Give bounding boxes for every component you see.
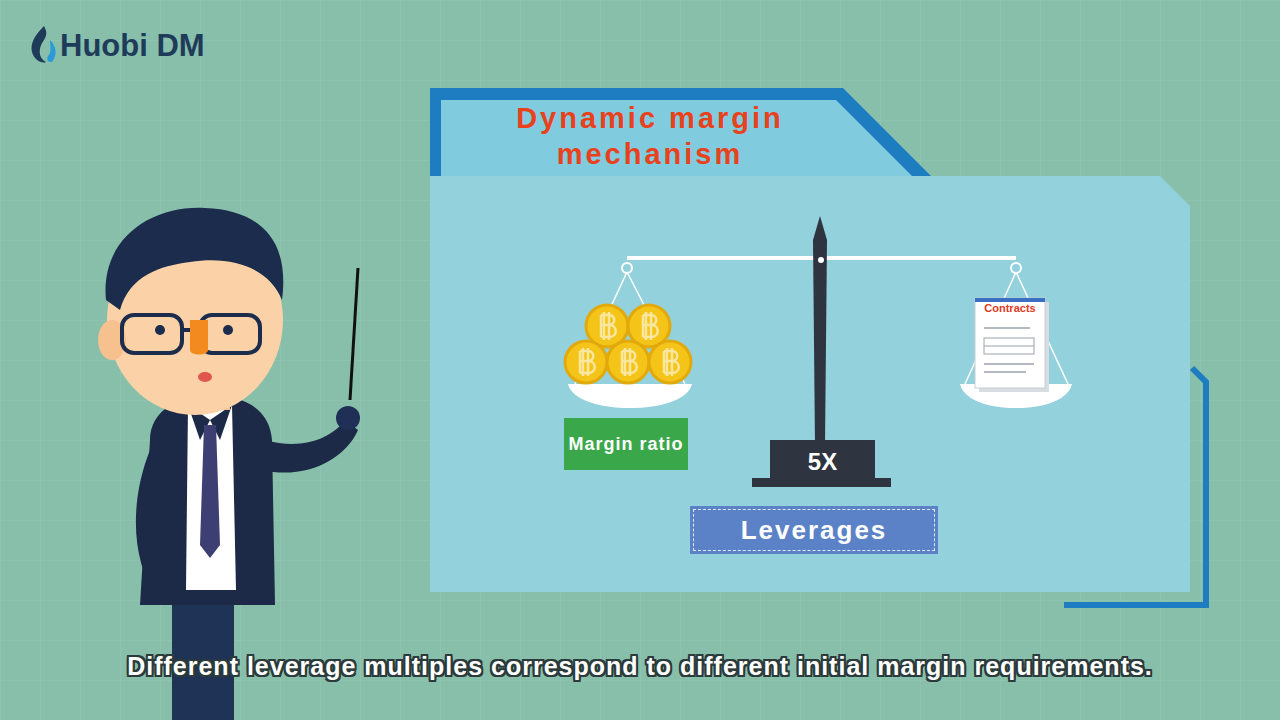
logo-icon	[32, 26, 56, 63]
folder-title: Dynamic margin mechanism	[470, 100, 830, 172]
bitcoin-coins	[643, 312, 658, 340]
contract-paper	[984, 338, 1034, 354]
node-text: Contracts	[984, 302, 1035, 314]
bitcoin-coins	[565, 341, 607, 383]
node-text: 5X	[808, 448, 837, 476]
contract-paper	[984, 346, 1034, 347]
balance-scale	[568, 216, 1072, 487]
node-text: Margin ratio	[568, 433, 683, 455]
bitcoin-coins	[601, 312, 616, 340]
contract-paper: Contracts	[975, 302, 1045, 324]
presenter-figure	[106, 208, 284, 310]
leverage-box: Leverages	[690, 506, 938, 554]
presenter-figure	[200, 425, 220, 558]
balance-scale	[813, 216, 827, 445]
folder-panel	[430, 176, 1190, 592]
bitcoin-coins	[565, 305, 691, 383]
scale-base: 5X	[770, 440, 875, 478]
contract-paper	[975, 298, 1045, 388]
folder-panel	[441, 100, 916, 180]
presenter-figure	[336, 406, 360, 430]
balance-scale	[622, 263, 632, 273]
bitcoin-coins	[622, 348, 637, 376]
logo-icon	[47, 40, 55, 62]
presenter-figure	[198, 372, 212, 382]
balance-scale	[752, 478, 891, 487]
presenter-figure	[223, 325, 233, 335]
presenter-figure	[190, 320, 208, 355]
contract-paper	[975, 298, 1049, 392]
contract-paper	[984, 327, 1030, 329]
caption: Different leverage multiples correspond …	[0, 650, 1280, 682]
balance-scale	[568, 384, 692, 408]
contract-paper	[975, 298, 1045, 302]
logo-icon	[32, 26, 47, 63]
presenter-figure	[155, 325, 165, 335]
presenter-figure	[122, 315, 182, 353]
bitcoin-coins	[649, 341, 691, 383]
balance-scale	[818, 257, 824, 263]
balance-scale	[1011, 263, 1021, 273]
bitcoin-coins	[580, 348, 595, 376]
bitcoin-coins	[664, 348, 679, 376]
node-text: Leverages	[741, 515, 888, 546]
presenter-figure	[200, 315, 260, 353]
presenter-figure	[136, 450, 170, 600]
contract-paper	[984, 371, 1026, 373]
folder-panel	[430, 88, 935, 180]
bitcoin-coins	[607, 341, 649, 383]
presenter-figure	[98, 208, 360, 720]
presenter-figure	[350, 268, 358, 400]
margin-ratio-box: Margin ratio	[564, 418, 688, 470]
folder-panel	[430, 88, 1206, 605]
presenter-figure	[186, 405, 236, 590]
logo-text: Huobi DM	[60, 28, 205, 64]
contract-paper	[984, 363, 1034, 365]
